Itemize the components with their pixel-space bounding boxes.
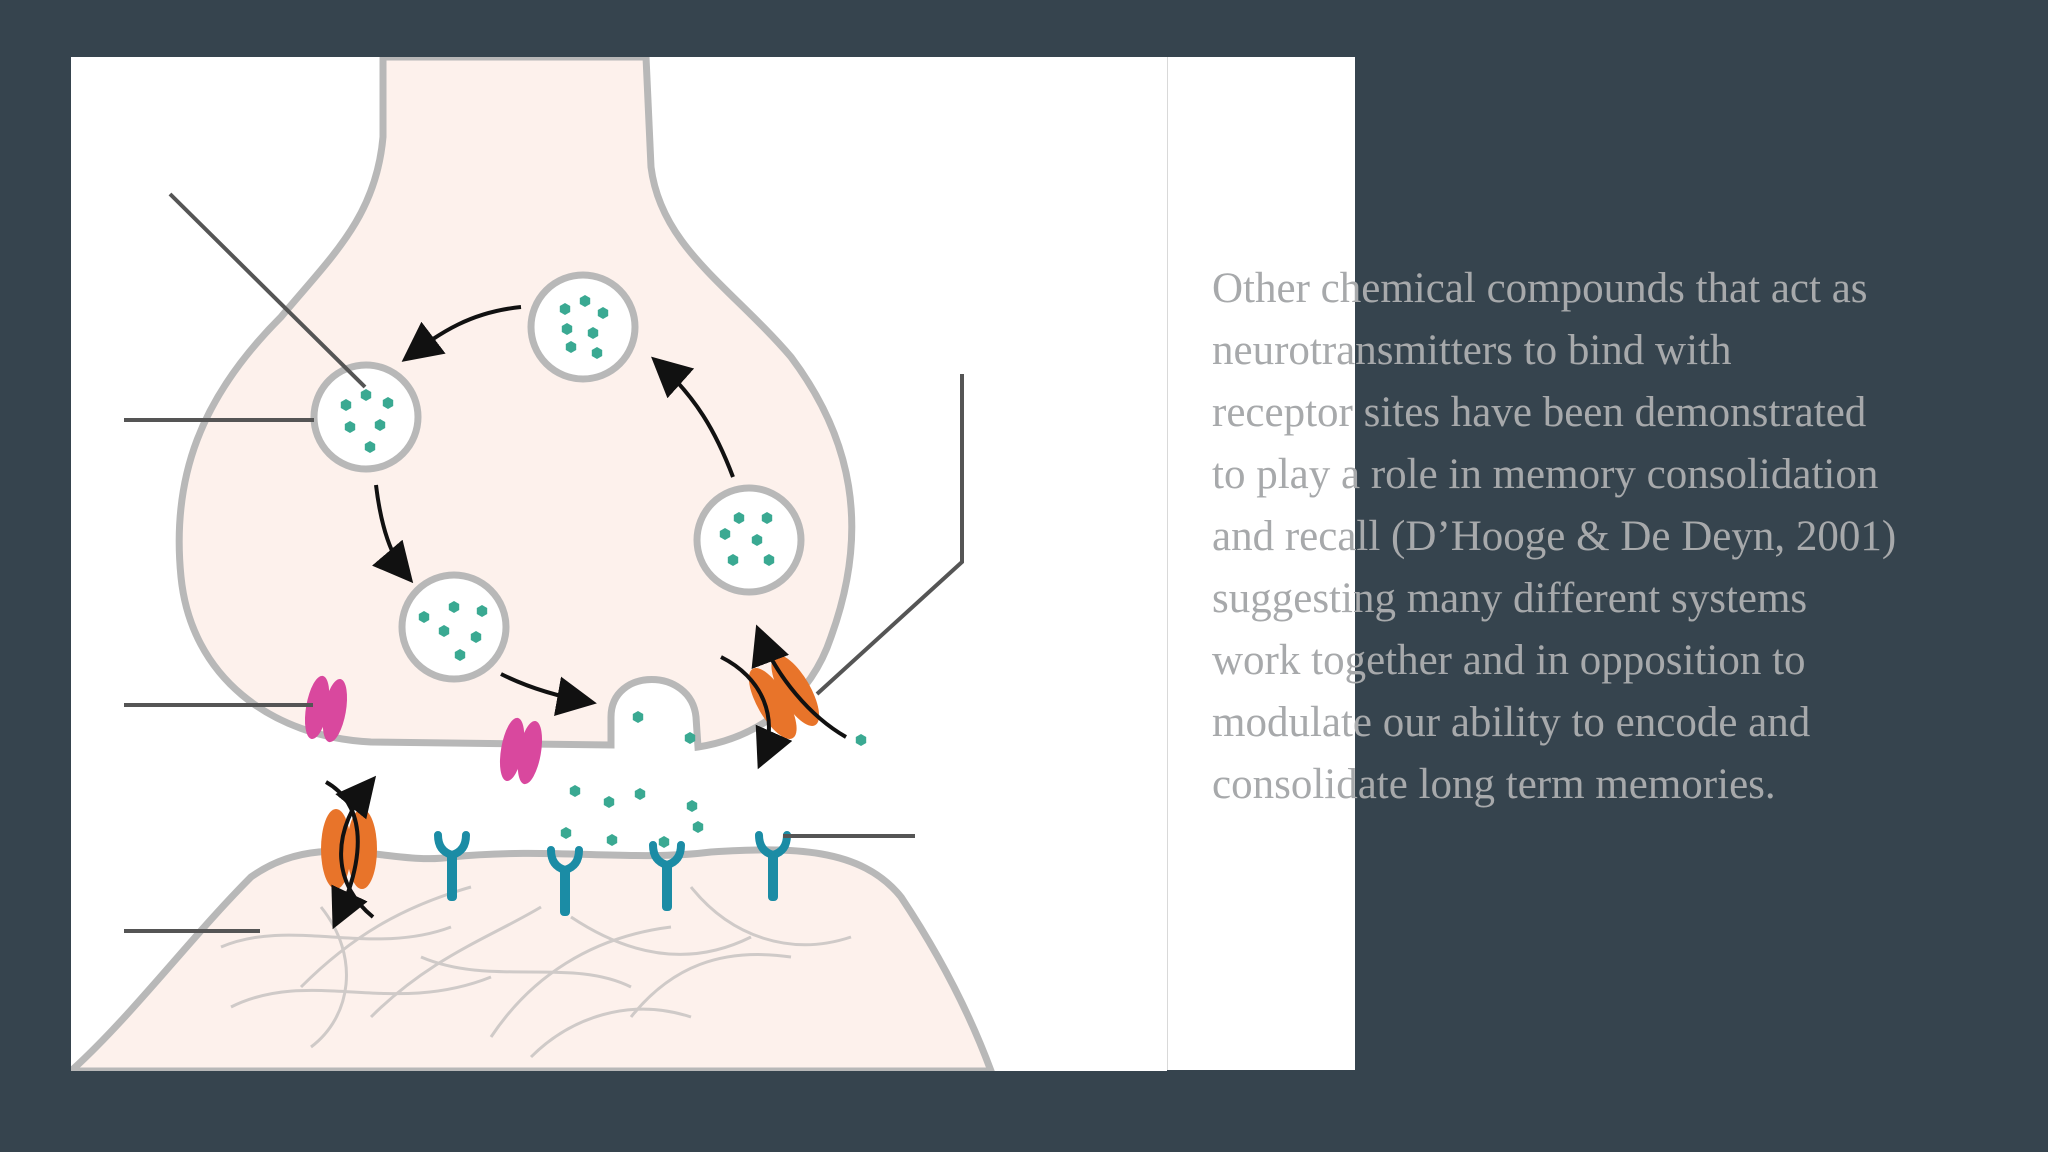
vesicle-top <box>531 275 635 379</box>
synapse-diagram-panel <box>71 57 1167 1071</box>
postsynaptic-transporter-arrows <box>325 775 377 930</box>
leader-lines <box>124 192 964 933</box>
body-text: Other chemical compounds that act as neu… <box>1212 265 1897 808</box>
postsynaptic-terminal <box>71 846 995 1071</box>
presynaptic-terminal <box>175 57 856 752</box>
vesicle-left <box>314 365 418 469</box>
synapse-diagram <box>71 57 995 1071</box>
vesicle-cycle-arrows <box>372 305 735 717</box>
vesicle-bottom <box>402 575 506 679</box>
slide-white-strip <box>1167 57 1355 1070</box>
vesicle-right <box>697 488 801 592</box>
reuptake-arrows <box>720 624 847 770</box>
